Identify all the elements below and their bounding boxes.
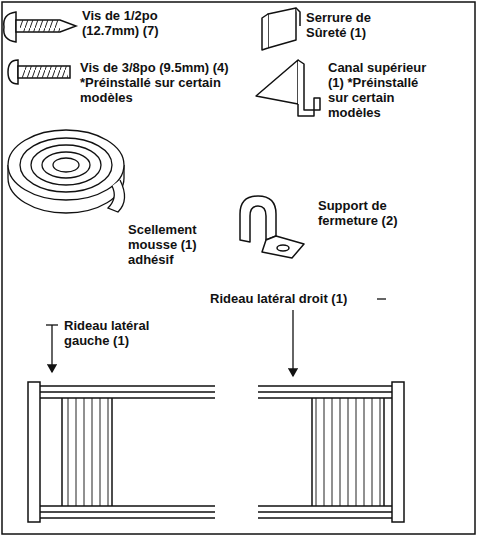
part-label: Support de fermeture (2) [318,198,418,228]
part-label: Canal supérieur (1) *Préinstallé sur cer… [328,60,440,120]
part-label: Vis de 1/2po (12.7mm) (7) [82,8,177,38]
leader-line [46,299,386,376]
part-label: Rideau latéral gauche (1) [64,318,176,348]
right-curtain [258,382,404,522]
foam-seal-roll [8,130,125,213]
part-label: Serrure de Sûreté (1) [306,10,386,40]
screw-three-eighth [8,60,70,84]
screw-half-inch [4,12,76,42]
part-label: Scellement mousse (1) adhésif [128,222,208,267]
part-label: Rideau latéral droit (1) [210,291,347,306]
closing-bracket [240,196,304,258]
part-label: Vis de 3/8po (9.5mm) (4) *Préinstallé su… [80,60,230,105]
safety-lock [262,8,300,50]
left-curtain [28,382,215,522]
top-channel [256,60,320,116]
